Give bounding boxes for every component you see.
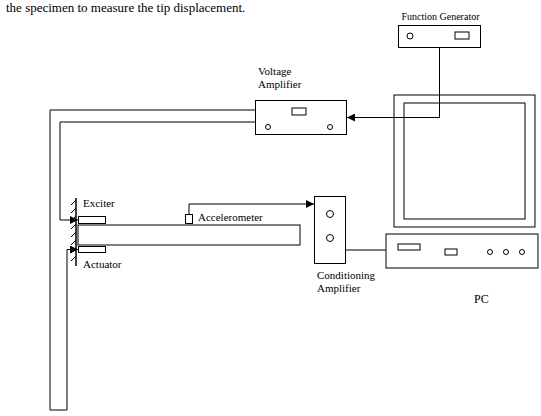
amplifier-knob (266, 125, 271, 130)
generator-display (455, 32, 469, 39)
label-holder: PC (474, 293, 489, 306)
pc-button (445, 249, 457, 255)
wall-hatching (71, 200, 76, 261)
pc-led (504, 250, 509, 255)
label-holder: Exciter (83, 197, 115, 210)
pc-led (488, 250, 493, 255)
signal-wire (60, 122, 255, 220)
amplifier-display (292, 108, 306, 115)
pc-drive-slot (398, 244, 420, 250)
beam-specimen (78, 225, 300, 245)
pc-base (386, 234, 538, 268)
function-generator: Function Generator (398, 25, 481, 48)
signal-wire (50, 110, 255, 410)
accelerometer: Accelerometer (185, 214, 193, 224)
label-holder: Actuator (83, 258, 121, 271)
pc-led (520, 250, 525, 255)
amplifier-knob (328, 125, 333, 130)
voltage-amplifier: Voltage Amplifier (255, 100, 347, 135)
device-label: Exciter (83, 197, 115, 210)
pc-computer: PC (386, 95, 538, 268)
pc-screen (404, 103, 525, 219)
label-holder: Conditioning Amplifier (317, 269, 375, 295)
caption-text: the specimen to measure the tip displace… (6, 0, 245, 15)
conditioner-knob (327, 235, 334, 242)
device-label: Function Generator (399, 10, 482, 23)
generator-knob (407, 33, 413, 39)
device-label: Conditioning Amplifier (317, 269, 375, 295)
pc-monitor (394, 95, 535, 227)
device-label: Voltage Amplifier (258, 65, 301, 91)
conditioning-amplifier: Conditioning Amplifier (314, 196, 346, 264)
exciter-layer: Exciter (78, 216, 106, 224)
actuator-layer: Actuator (78, 246, 106, 253)
label-holder: Voltage Amplifier (258, 65, 301, 91)
device-label: Actuator (83, 258, 121, 271)
signal-wire (347, 48, 440, 118)
device-label: PC (474, 293, 489, 306)
conditioner-knob (327, 211, 334, 218)
caption-fragment: the specimen to measure the tip displace… (6, 0, 245, 15)
signal-wire (346, 250, 386, 251)
label-holder: Accelerometer (198, 211, 263, 224)
device-label: Accelerometer (198, 211, 263, 224)
label-holder: Function Generator (399, 10, 482, 23)
